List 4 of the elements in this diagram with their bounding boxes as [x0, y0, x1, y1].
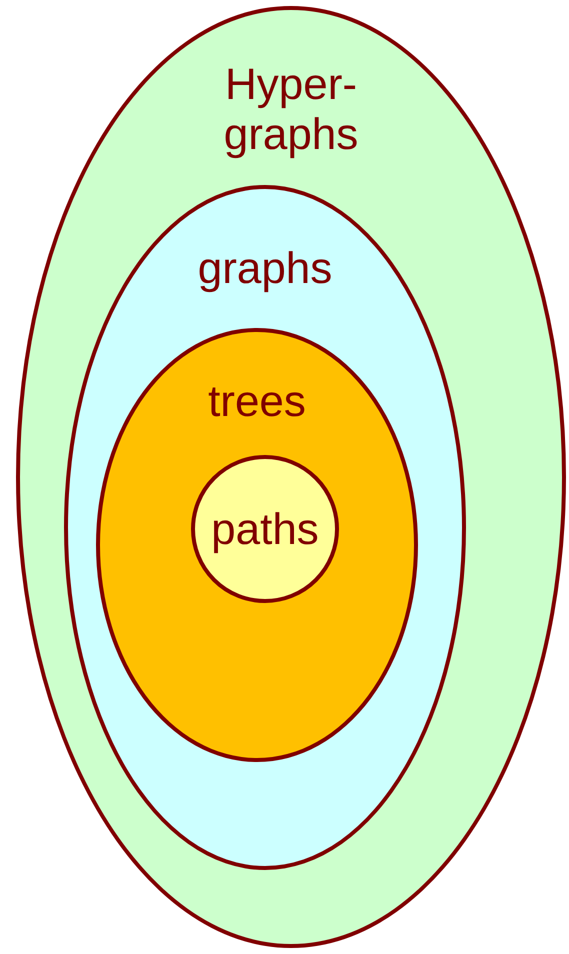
set-label: trees — [207, 377, 307, 427]
set-label: graphs — [196, 244, 334, 294]
set-label: Hyper- graphs — [222, 60, 360, 160]
set-label: paths — [210, 505, 320, 555]
